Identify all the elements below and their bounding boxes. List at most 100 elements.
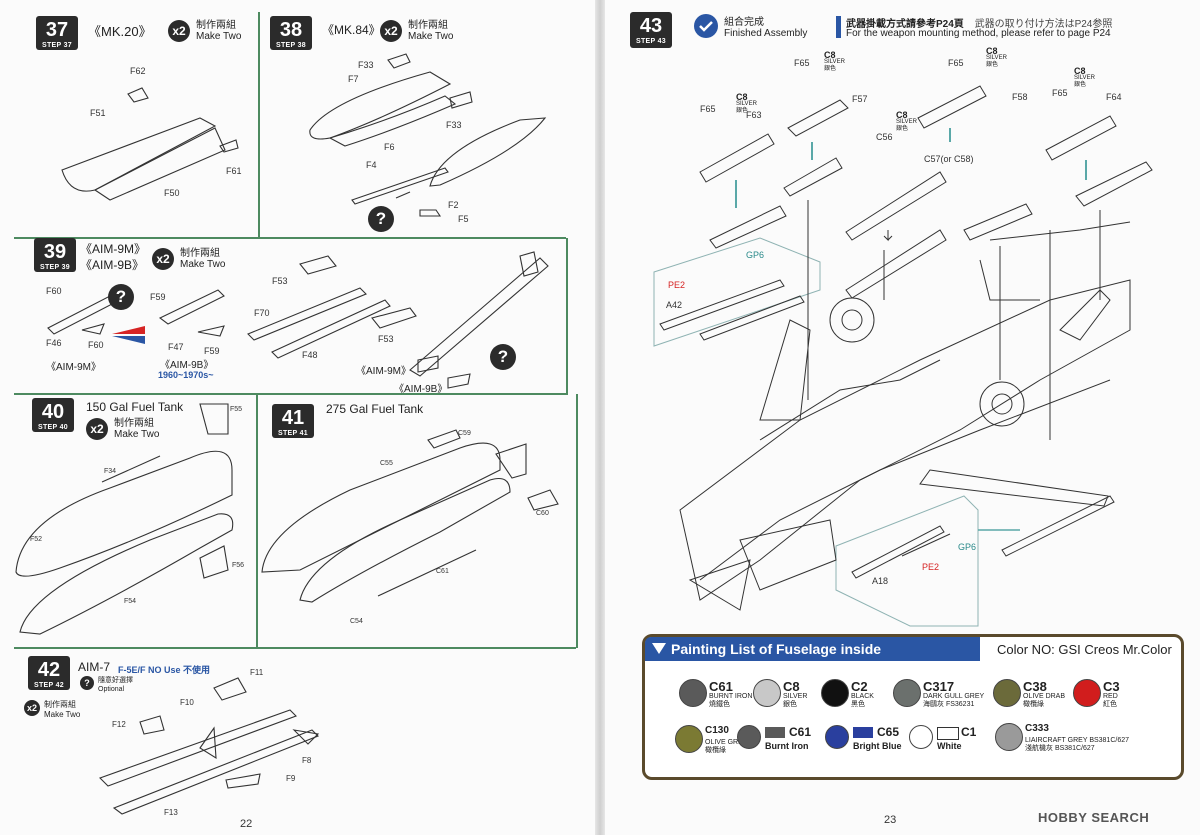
step-42-title: AIM-7 — [78, 660, 111, 674]
color-number-note: Color NO: GSI Creos Mr.Color — [997, 642, 1172, 657]
make-two-label: 制作兩組 Make Two — [44, 700, 80, 720]
tag-sub: 銀色 — [896, 126, 909, 132]
paint-name: Burnt Iron — [765, 741, 809, 751]
step-40-title: 150 Gal Fuel Tank — [86, 400, 184, 414]
paint-code: C317 — [923, 679, 955, 694]
part-label: F58 — [1012, 92, 1028, 102]
tag-sub: 銀色 — [1074, 82, 1087, 88]
part-label: F34 — [104, 468, 117, 475]
part-label: F2 — [448, 200, 459, 210]
paint-code: C3 — [1103, 679, 1120, 694]
variant-label: 《AIM-9M》 — [46, 362, 101, 373]
paint-code: C61 — [709, 679, 733, 694]
paint-name-en: SILVER — [783, 693, 808, 700]
paint-bottle-icon — [893, 679, 921, 707]
silver-tag: C8 SILVER 銀色 — [986, 47, 1007, 69]
silver-tag: C8 SILVER 銀色 — [896, 111, 917, 133]
part-label: F7 — [348, 74, 359, 84]
question-icon: ? — [108, 284, 134, 310]
make-cn: 制作兩組 — [44, 700, 76, 709]
paint-name-en: LIAIRCRAFT GREY BS381C/627 — [1025, 737, 1130, 744]
part-label: GP6 — [958, 542, 977, 552]
paint-bottle-icon — [675, 725, 703, 753]
variant-label: 《AIM-9B》 — [394, 384, 448, 395]
part-label: F63 — [746, 110, 762, 120]
tag-name: SILVER — [824, 59, 845, 65]
step-40-badge: 40 STEP 40 — [32, 398, 74, 432]
part-label: F47 — [168, 342, 184, 352]
part-label: F59 — [150, 292, 166, 302]
optional-en: Optional — [98, 686, 125, 693]
tag-code: C8 — [824, 50, 836, 60]
part-label: F70 — [254, 308, 270, 318]
part-label: C54 — [350, 618, 363, 625]
part-label: F50 — [164, 188, 180, 198]
part-label: F33 — [446, 120, 462, 130]
make-en: Make Two — [196, 31, 242, 42]
era-label: 1960~1970s~ — [158, 370, 214, 380]
make-two-label: 制作兩組 Make Two — [196, 20, 241, 42]
part-label: F6 — [384, 142, 395, 152]
step-41-title: 275 Gal Fuel Tank — [326, 402, 424, 416]
paint-name-sub: 燒鐵色 — [709, 701, 730, 708]
make-en: Make Two — [114, 429, 160, 440]
make-two-label: 制作兩組 Make Two — [408, 20, 453, 42]
complete-cn: 組合完成 — [724, 17, 764, 28]
step-number: 39 — [43, 241, 67, 263]
tag-sub: 銀色 — [736, 108, 749, 114]
painting-list-title: Painting List of Fuselage inside — [671, 641, 882, 657]
painting-list-header: Painting List of Fuselage inside — [645, 637, 980, 661]
variant-label: 《AIM-9B》 — [160, 360, 214, 371]
make-en: Make Two — [180, 259, 226, 270]
triangle-icon — [652, 643, 666, 654]
hobby-search-watermark: HOBBY SEARCH — [1038, 810, 1150, 825]
paint-code: C1 — [961, 725, 977, 739]
paint-name-sub: 紅色 — [1103, 701, 1117, 708]
part-label: F56 — [232, 562, 245, 569]
paint-name-en: DARK GULL GREY — [923, 693, 985, 700]
part-label: F62 — [130, 66, 146, 76]
make-two-label: 制作兩組 Make Two — [180, 248, 225, 270]
step-number: 43 — [639, 15, 663, 37]
paint-name: Bright Blue — [853, 741, 902, 751]
step-number: 40 — [41, 401, 65, 423]
part-label: PE2 — [668, 280, 686, 290]
divider-horizontal-40 — [14, 393, 568, 395]
part-label: C59 — [458, 430, 471, 437]
step-label: STEP 38 — [276, 42, 306, 49]
step-39-title-line1: 《AIM-9M》 — [80, 242, 147, 256]
part-label: F61 — [226, 166, 242, 176]
step-42-badge: 42 STEP 42 — [28, 656, 70, 690]
make-cn: 制作兩組 — [196, 20, 236, 31]
paint-bottle-icon — [753, 679, 781, 707]
step-label: STEP 41 — [278, 430, 308, 437]
step-number: 37 — [45, 19, 69, 41]
tag-sub: 銀色 — [824, 66, 837, 72]
part-label: F5 — [458, 214, 469, 224]
paint-code: C2 — [851, 679, 868, 694]
step-38-title: 《MK.84》 — [322, 23, 381, 37]
part-label: F52 — [30, 536, 43, 543]
paint-code: C8 — [783, 679, 800, 694]
paint-bottle-icon — [737, 725, 761, 749]
paint-name-sub: 黑色 — [851, 701, 865, 708]
step-43-badge: 43 STEP 43 — [630, 12, 672, 48]
divider-horizontal-39 — [14, 237, 566, 239]
book-gutter — [595, 0, 605, 835]
silver-tag: C8 SILVER 銀色 — [1074, 67, 1095, 89]
quantity-badge: x2 — [380, 20, 402, 42]
color-swatch — [937, 727, 959, 740]
tag-name: SILVER — [896, 119, 917, 125]
part-label: C61 — [436, 568, 449, 575]
part-label: F65 — [700, 104, 716, 114]
check-icon — [694, 14, 718, 38]
part-label: C56 — [876, 132, 893, 142]
paint-name-sub: 橄欖綠 — [705, 747, 726, 754]
part-label: F60 — [88, 340, 104, 350]
question-icon: ? — [490, 344, 516, 370]
part-label: F59 — [204, 346, 220, 356]
